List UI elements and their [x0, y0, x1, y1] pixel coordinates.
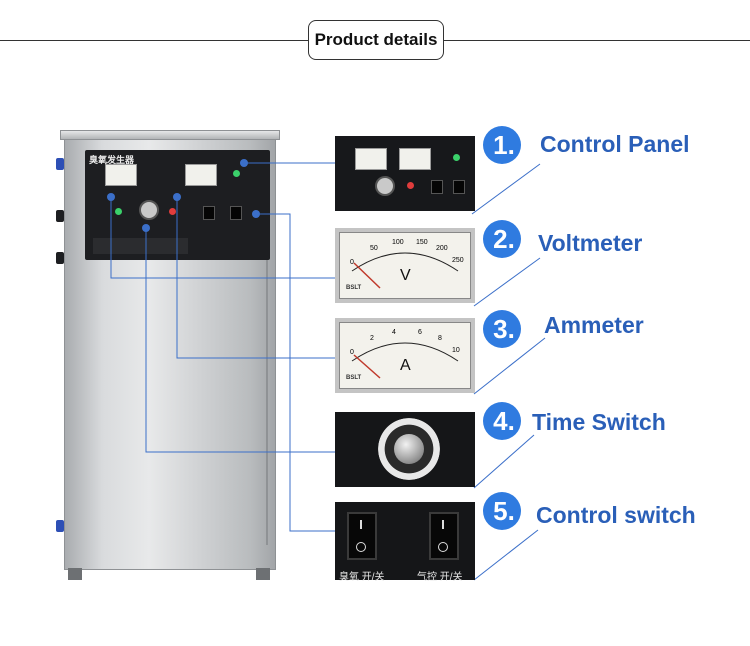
cabinet-lid: [60, 130, 280, 140]
detail-time-switch: [335, 412, 475, 487]
panel-timer-knob: [375, 176, 395, 196]
ozone-switch-label: 臭氧 开/关: [339, 572, 385, 583]
detail-control-switch: 臭氧 开/关 气控 开/关: [335, 502, 475, 583]
voltmeter-face: 0 50 100 150 200 250 V BSLT: [339, 232, 471, 299]
panel-led-green: [453, 154, 460, 161]
mini-rocker-switch: [230, 206, 242, 220]
detail-control-panel: [335, 136, 475, 211]
mini-rocker-switch: [203, 206, 215, 220]
page-title: Product details: [308, 20, 444, 60]
mini-voltmeter: [105, 164, 137, 186]
connector-dot: [240, 159, 248, 167]
pointer-line-1: [471, 163, 541, 215]
machine-panel-title: 臭氧发生器: [89, 155, 135, 165]
ammeter-unit: A: [400, 357, 411, 374]
detail-ammeter: 0 2 4 6 8 10 A BSLT: [335, 318, 475, 393]
connector-voltmeter: [110, 197, 335, 279]
timer-knob-icon: [394, 434, 424, 464]
amp-tick: 0: [350, 349, 354, 356]
volt-tick: 200: [436, 245, 448, 252]
connector-time-switch: [145, 228, 335, 453]
panel-meter-right: [399, 148, 431, 170]
volt-tick: 250: [452, 257, 464, 264]
mini-timer-knob: [139, 200, 159, 220]
panel-led-red: [407, 182, 414, 189]
pointer-line-2: [473, 257, 541, 307]
feature-number-2: 2.: [483, 220, 521, 258]
pointer-line-3: [473, 337, 546, 395]
door-seam: [266, 150, 268, 545]
connector-dot: [173, 193, 181, 201]
feature-title-control-panel: Control Panel: [540, 131, 690, 157]
feature-number-3: 3.: [483, 310, 521, 348]
panel-switch-right: [453, 180, 465, 194]
connector-dot: [252, 210, 260, 218]
side-fitting: [56, 158, 64, 170]
feature-number-1: 1.: [483, 126, 521, 164]
ammeter-scale: [351, 342, 459, 379]
feature-number-4: 4.: [483, 402, 521, 440]
volt-tick: 50: [370, 245, 378, 252]
cabinet-foot: [68, 568, 82, 580]
voltmeter-brand: BSLT: [346, 285, 362, 291]
feature-title-control-switch: Control switch: [536, 502, 696, 528]
amp-tick: 8: [438, 335, 442, 342]
connector-ammeter: [176, 197, 335, 359]
amp-tick: 2: [370, 335, 374, 342]
header-rule-left: [0, 40, 308, 41]
air-rocker-switch: [429, 512, 459, 560]
amp-tick: 6: [418, 329, 422, 336]
panel-meter-left: [355, 148, 387, 170]
pointer-line-5: [473, 529, 539, 581]
ammeter-brand: BSLT: [346, 375, 362, 381]
feature-title-time-switch: Time Switch: [532, 409, 666, 435]
side-fitting: [56, 252, 64, 264]
ozone-rocker-switch: [347, 512, 377, 560]
air-switch-label: 气控 开/关: [417, 572, 463, 583]
voltmeter-unit: V: [400, 267, 411, 284]
panel-instruction-plate: [93, 238, 188, 254]
volt-tick: 100: [392, 239, 404, 246]
feature-title-ammeter: Ammeter: [544, 312, 644, 338]
volt-tick: 0: [350, 259, 354, 266]
pointer-line-4: [473, 434, 535, 489]
connector-dot: [107, 193, 115, 201]
side-fitting: [56, 210, 64, 222]
connector-control-switch: [256, 213, 335, 532]
on-mark-icon: [442, 520, 444, 529]
volt-tick: 150: [416, 239, 428, 246]
panel-switch-left: [431, 180, 443, 194]
mini-ammeter: [185, 164, 217, 186]
on-mark-icon: [360, 520, 362, 529]
cabinet-foot: [256, 568, 270, 580]
amp-tick: 10: [452, 347, 460, 354]
red-led: [169, 208, 176, 215]
feature-number-5: 5.: [483, 492, 521, 530]
amp-tick: 4: [392, 329, 396, 336]
status-led: [233, 170, 240, 177]
side-fitting: [56, 520, 64, 532]
off-mark-icon: [356, 542, 366, 552]
feature-title-voltmeter: Voltmeter: [538, 230, 643, 256]
voltmeter-scale: [351, 252, 459, 289]
off-mark-icon: [438, 542, 448, 552]
ammeter-face: 0 2 4 6 8 10 A BSLT: [339, 322, 471, 389]
green-led: [115, 208, 122, 215]
detail-voltmeter: 0 50 100 150 200 250 V BSLT: [335, 228, 475, 303]
connector-dot: [142, 224, 150, 232]
header-rule-right: [444, 40, 750, 41]
